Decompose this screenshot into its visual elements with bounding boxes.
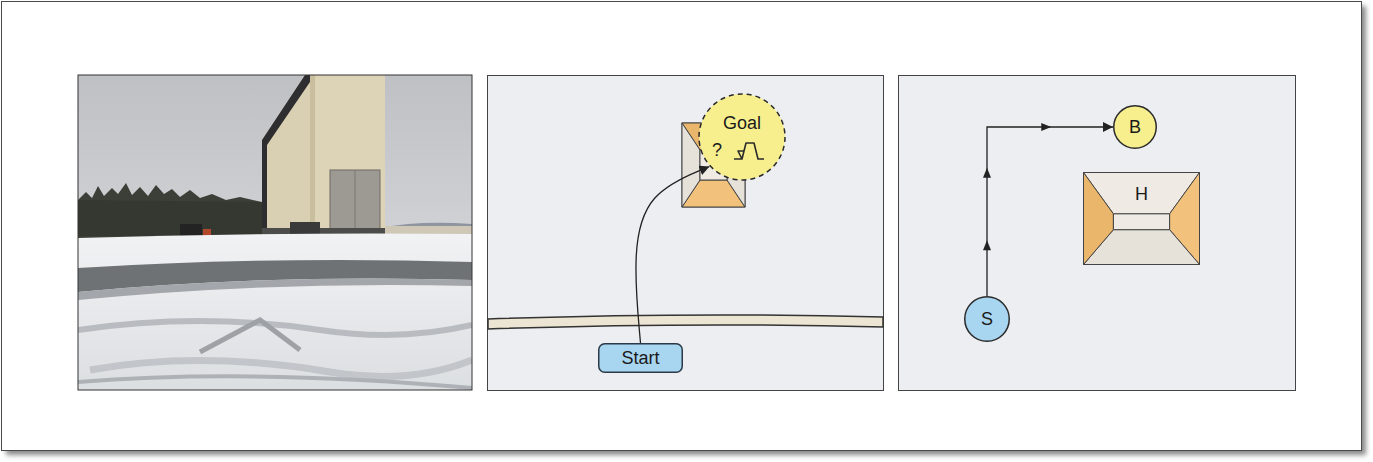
site-photo — [78, 75, 472, 390]
map-panel — [488, 76, 884, 391]
plan-panel — [899, 76, 1296, 391]
node-label: S — [981, 309, 993, 330]
goal-circle-outline — [698, 93, 786, 181]
connector-arrow — [636, 166, 709, 343]
endpoint-circle: B — [1113, 105, 1157, 149]
node-label: H — [1135, 184, 1148, 205]
road — [488, 315, 883, 329]
connector-arrow — [983, 123, 1113, 296]
connector-line — [636, 166, 709, 343]
house-symbol: H — [1083, 172, 1200, 265]
direction-arrowhead — [1041, 123, 1051, 131]
node-label: Start — [621, 348, 659, 369]
direction-arrowhead — [983, 168, 991, 178]
start-box: Start — [598, 343, 683, 373]
figure-frame — [2, 2, 1362, 451]
node-label: Goal — [723, 113, 761, 134]
node-mark: ? — [712, 140, 722, 161]
goal-circle: Goal? — [698, 93, 786, 181]
connector-line — [987, 127, 1113, 296]
photo-border — [78, 75, 472, 390]
object-icon — [734, 143, 764, 159]
direction-arrowhead — [983, 240, 991, 250]
node-label: B — [1129, 117, 1141, 138]
start-circle: S — [964, 296, 1010, 342]
